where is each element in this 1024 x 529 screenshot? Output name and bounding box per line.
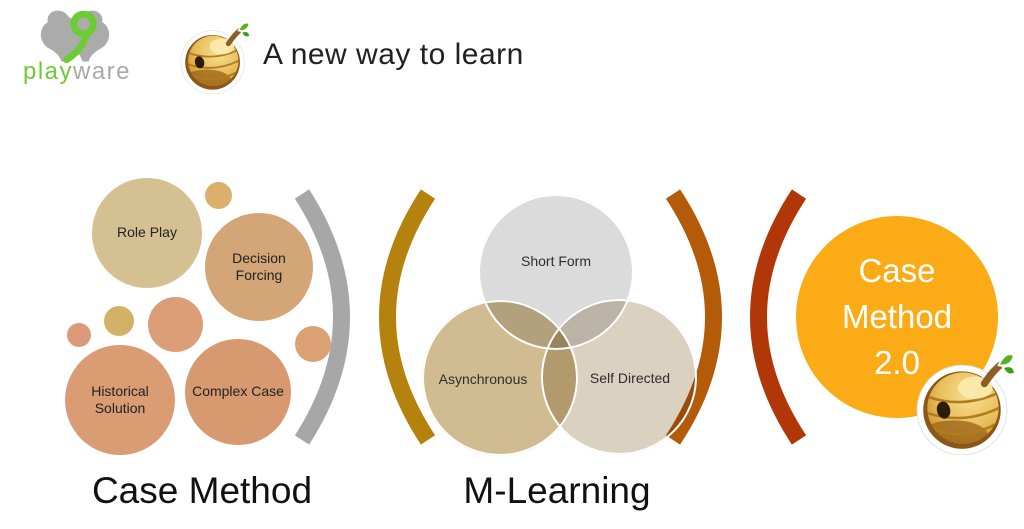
transition-arc-gold-icon (379, 189, 435, 445)
transition-arc-gray-icon (295, 189, 350, 445)
bubble-historical-solution: Historical Solution (65, 345, 175, 455)
wordmark-play: play (22, 58, 73, 85)
transition-arc-orange-icon (666, 189, 722, 445)
decorative-circle (205, 182, 232, 209)
bubble-historical-solution-label: Historical Solution (91, 382, 149, 417)
bubble-decision-forcing-label: Decision Forcing (232, 249, 286, 284)
decorative-circle (104, 306, 134, 336)
case-method-label: Case Method (91, 470, 313, 511)
page-title: A new way to learn (263, 38, 524, 71)
venn-label-short-form: Short Form (520, 253, 592, 269)
bell-fruit-icon (180, 22, 250, 94)
playware-logo: playware (10, 6, 140, 94)
m-learning-label: M-Learning (463, 470, 651, 511)
bubble-role-play: Role Play (92, 178, 202, 288)
decorative-circle (148, 297, 203, 352)
venn-label-asynchronous: Asynchronous (438, 371, 528, 387)
decorative-circle (295, 326, 331, 362)
bubble-complex-case-label: Complex Case (192, 383, 284, 400)
decorative-circle (67, 323, 91, 347)
logo-p-tail (63, 29, 91, 64)
bubble-role-play-label: Role Play (117, 224, 177, 241)
venn-self-directed-edge (541, 299, 697, 455)
wordmark-ware: ware (73, 58, 132, 85)
venn-label-self-directed: Self Directed (589, 370, 671, 386)
case-method-20-circle: Case Method 2.0 (796, 216, 998, 418)
playware-wordmark: playware (12, 58, 142, 86)
bubble-complex-case: Complex Case (185, 339, 291, 445)
case-method-20-label: Case Method 2.0 (841, 251, 953, 382)
bubble-decision-forcing: Decision Forcing (205, 213, 313, 321)
playware-logo-mark (40, 10, 110, 64)
bell-fruit-icon (916, 353, 1015, 455)
transition-arc-red-icon (750, 189, 806, 445)
